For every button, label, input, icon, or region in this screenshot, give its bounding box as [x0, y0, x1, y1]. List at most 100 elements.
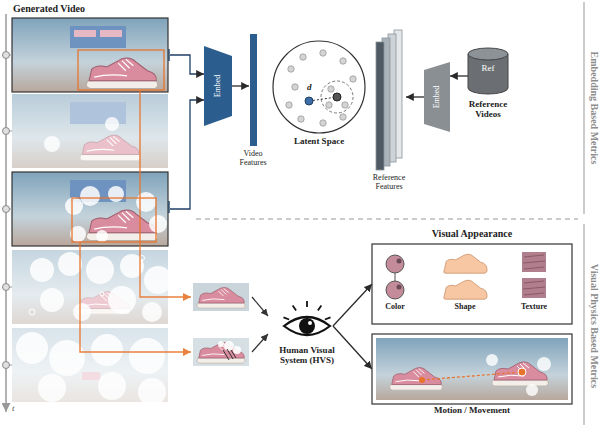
video-frame: [12, 94, 168, 168]
video-frame: [29, 309, 35, 315]
motion-panel-shape: [486, 354, 498, 366]
video-frame: [142, 302, 162, 322]
video-frame: [12, 18, 168, 92]
timeline-tick: [10, 55, 13, 365]
node-label: Reference Features: [363, 174, 415, 192]
cropped-object: [224, 341, 234, 351]
latent-space-shape: [271, 39, 367, 135]
latent-space-shape: [286, 102, 292, 108]
video-frame: [12, 94, 168, 168]
node-label: Human Visual System (HVS): [270, 346, 344, 366]
section-label: Visual Physics Based Metrics: [589, 264, 600, 388]
connector-arrow: [333, 284, 372, 326]
video-frame: [91, 334, 123, 366]
video-frame: [86, 256, 114, 284]
video-frame: [129, 338, 165, 374]
input-arrow: [252, 297, 268, 352]
motion-panel-shape: [518, 368, 526, 376]
connector-arrow: [333, 326, 372, 369]
video-frame: [100, 292, 104, 296]
node-label: Latent Space: [271, 137, 367, 147]
video-frame: [58, 252, 82, 276]
video-frame: [30, 252, 168, 322]
video-frame: [100, 30, 122, 37]
latent-space-shape: [288, 66, 294, 72]
connector-arrow: [170, 100, 204, 209]
timeline-tick: [10, 287, 13, 288]
latent-space-shape: [320, 50, 326, 56]
eye-icon-shape: [284, 317, 290, 319]
video-frame: [12, 172, 168, 246]
video-frame: [29, 256, 145, 316]
section-divider: [196, 2, 584, 425]
frame-column: Generated Video: [10, 2, 170, 404]
latent-space-shape: [273, 41, 365, 133]
reference-feature-stack-shape: [372, 30, 406, 170]
video-frame: [12, 172, 168, 246]
node-sublabel: Reference Videos: [458, 100, 518, 120]
motion-panel-shape: [376, 338, 568, 400]
video-frame: [40, 288, 64, 312]
timeline-tick: [10, 131, 13, 132]
latent-space-shape: [350, 76, 356, 82]
latent-space-shape: [328, 86, 334, 92]
eye-icon-shape: [308, 321, 312, 325]
video-frame: [12, 250, 168, 324]
video-frame: [144, 266, 168, 294]
section-divider: [196, 218, 578, 220]
timeline: [3, 362, 10, 369]
timeline: [3, 14, 10, 412]
appearance-panel-shape: [522, 278, 546, 298]
video-frame: [12, 250, 172, 324]
timeline: [3, 52, 10, 59]
node-label: Embed: [433, 86, 442, 109]
eye-icon-shape: [299, 318, 315, 334]
crop-highlight: [78, 50, 164, 90]
video-frame: [12, 328, 168, 402]
video-frame: [16, 332, 48, 364]
latent-space-shape: [320, 120, 326, 126]
timeline: [3, 52, 10, 369]
video-frame: [80, 186, 100, 206]
video-frame: [65, 186, 167, 242]
timeline-tick: [10, 365, 13, 366]
reference-database: RefReference Videos: [458, 46, 518, 96]
connector-arrow: [170, 55, 204, 74]
video-frame: [108, 286, 136, 314]
node-sublabel: Texture: [514, 303, 554, 312]
appearance-panel-shape: [523, 255, 545, 269]
motion-panel-shape: [372, 334, 572, 404]
connector-arrow: [450, 75, 468, 76]
cropped-object: [193, 283, 249, 311]
video-frame: [74, 30, 96, 37]
node-label: Visual Appearance: [372, 228, 572, 239]
latent-space-shape: [321, 81, 353, 113]
appearance-panel-shape: [444, 280, 487, 299]
video-frame: [108, 186, 124, 202]
motion-panel-shape: [419, 377, 425, 383]
timeline: [3, 206, 10, 213]
video-frame: [105, 117, 119, 131]
cropped-object: [193, 338, 249, 366]
video-frame: [136, 192, 156, 212]
node-sublabel: Color: [375, 303, 415, 312]
appearance-panel-shape: [397, 259, 402, 264]
video-frame: [12, 250, 168, 324]
bracket-tick: [168, 49, 169, 213]
video-frame: [12, 94, 168, 168]
eye-icon: Human Visual System (HVS): [270, 300, 344, 380]
embed-encoder: Embed: [424, 62, 450, 132]
node-label: Generated Video: [13, 3, 85, 14]
latent-space-shape: [342, 102, 348, 108]
section-divider: [583, 2, 585, 214]
bracket-tick: [168, 201, 169, 213]
motion-panel-shape: [537, 357, 551, 371]
video-frame: [138, 378, 166, 402]
appearance-panel: Visual AppearanceColorShapeTexture: [372, 228, 572, 324]
video-frame: [44, 136, 60, 152]
eye-icon-shape: [270, 300, 344, 380]
embed-encoder-shape: [204, 46, 232, 126]
timeline-tick: [10, 55, 13, 56]
eye-icon-shape: [293, 306, 296, 311]
video-frame: [12, 172, 168, 246]
